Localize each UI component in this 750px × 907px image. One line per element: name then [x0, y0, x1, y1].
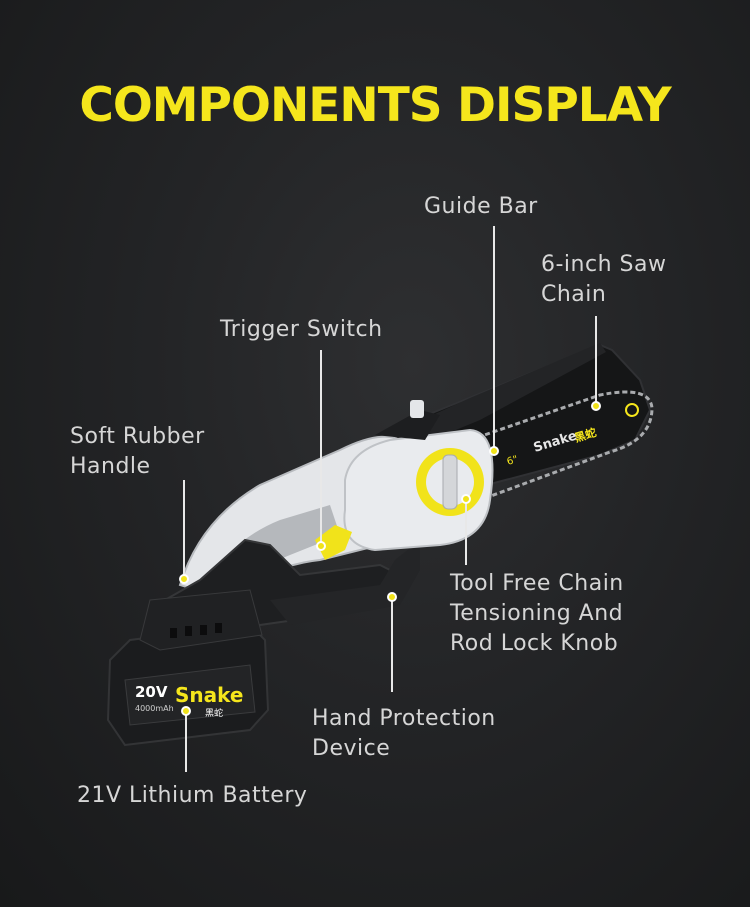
bar-brand-cn-text: 黑蛇: [573, 425, 598, 445]
handle-line: [183, 480, 185, 578]
label-battery: 21V Lithium Battery: [77, 783, 308, 808]
battery-line: [185, 712, 187, 772]
saw-chain-dot: [591, 401, 601, 411]
battery-dot: [181, 706, 191, 716]
page-title: COMPONENTS DISPLAY: [79, 78, 671, 133]
trigger: [315, 525, 352, 560]
trigger-line: [320, 350, 322, 545]
battery-brand-text: Snake: [175, 683, 243, 707]
label-soft-handle: Soft Rubber Handle: [70, 424, 205, 479]
guide-bar-line: [493, 226, 495, 450]
upper-guard: [378, 343, 606, 455]
hand-guard: [270, 540, 420, 625]
battery-capacity-text: 4000mAh: [135, 704, 174, 713]
bar-size-text: 6": [506, 454, 520, 468]
trigger-dot: [316, 541, 326, 551]
label-tool-free: Tool Free Chain Tensioning And Rod Lock …: [450, 571, 624, 656]
hand-protection-dot: [387, 592, 397, 602]
guide-bar-dot: [489, 446, 499, 456]
knob-line: [465, 500, 467, 565]
handle-dot: [179, 574, 189, 584]
label-hand-protection: Hand Protection Device: [312, 706, 496, 761]
label-guide-bar: Guide Bar: [424, 194, 538, 219]
hand-protection-line: [391, 597, 393, 692]
label-trigger-switch: Trigger Switch: [220, 317, 383, 342]
saw-chain-line: [595, 316, 597, 406]
knob-dot: [461, 494, 471, 504]
battery-voltage-text: 20V: [135, 683, 168, 701]
battery-brand-cn-text: 黑蛇: [205, 707, 223, 719]
label-saw-chain: 6-inch Saw Chain: [541, 252, 667, 307]
gear-icon: [625, 403, 639, 417]
